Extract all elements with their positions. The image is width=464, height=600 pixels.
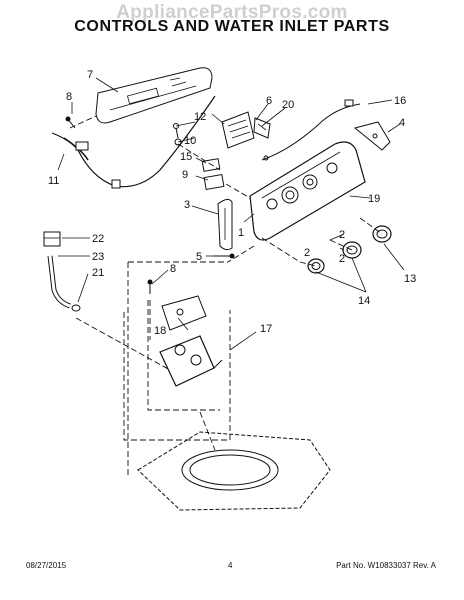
callout-10: 10 [184, 135, 196, 147]
knob-left [307, 258, 325, 274]
callout-13: 13 [404, 273, 416, 285]
footer-date: 08/27/2015 [26, 561, 67, 570]
switch-upper [201, 158, 221, 172]
callout-2-center: 2 [339, 253, 345, 265]
page-title: CONTROLS AND WATER INLET PARTS [74, 18, 390, 35]
callout-12: 12 [194, 111, 206, 123]
callout-11: 11 [48, 175, 59, 187]
screw-middle [147, 279, 153, 294]
watermark: AppliancePartsPros.com [116, 2, 348, 23]
screw-top [65, 116, 76, 129]
callout-22: 22 [92, 233, 104, 245]
callout-1: 1 [238, 227, 244, 239]
callout-7: 7 [87, 69, 93, 81]
assembly-lines [69, 115, 383, 475]
callout-8-top: 8 [66, 91, 72, 103]
side-panel [217, 198, 233, 251]
callout-14: 14 [358, 295, 370, 307]
knob-center [342, 241, 362, 259]
control-board [221, 111, 255, 149]
leader-lines [57, 77, 405, 351]
callout-17: 17 [260, 323, 272, 335]
clip-part [173, 123, 182, 146]
water-inlet-valve [159, 335, 223, 387]
end-bracket [353, 121, 391, 151]
callout-5: 5 [196, 251, 202, 263]
callout-4: 4 [399, 117, 405, 129]
callout-9: 9 [182, 169, 188, 181]
callout-20: 20 [282, 99, 294, 111]
callout-18: 18 [154, 325, 166, 337]
callout-19: 19 [368, 193, 380, 205]
callout-16: 16 [394, 95, 406, 107]
board-bracket [253, 117, 271, 139]
cabinet-top [137, 431, 331, 511]
footer-page-number: 4 [228, 561, 233, 570]
callout-8-middle: 8 [170, 263, 176, 275]
inlet-valve-fitting [43, 231, 61, 247]
switch-lower [203, 173, 225, 191]
callout-3: 3 [184, 199, 190, 211]
callout-2-right: 2 [339, 229, 345, 241]
screw-side [214, 253, 235, 259]
callout-21: 21 [92, 267, 104, 279]
harness-cable [261, 99, 361, 161]
callout-15: 15 [180, 151, 192, 163]
callout-6: 6 [266, 95, 272, 107]
callout-labels: 7 8 11 6 20 12 10 16 4 15 9 3 19 1 5 2 2… [48, 69, 416, 337]
footer-part-number: Part No. W10833037 Rev. A [336, 561, 436, 570]
inlet-hose [47, 255, 71, 309]
hose-washer [71, 304, 81, 312]
console-top-part [95, 67, 213, 124]
callout-2-left: 2 [304, 247, 310, 259]
console-panel [249, 141, 366, 241]
valve-bracket [161, 295, 207, 331]
callout-23: 23 [92, 251, 104, 263]
